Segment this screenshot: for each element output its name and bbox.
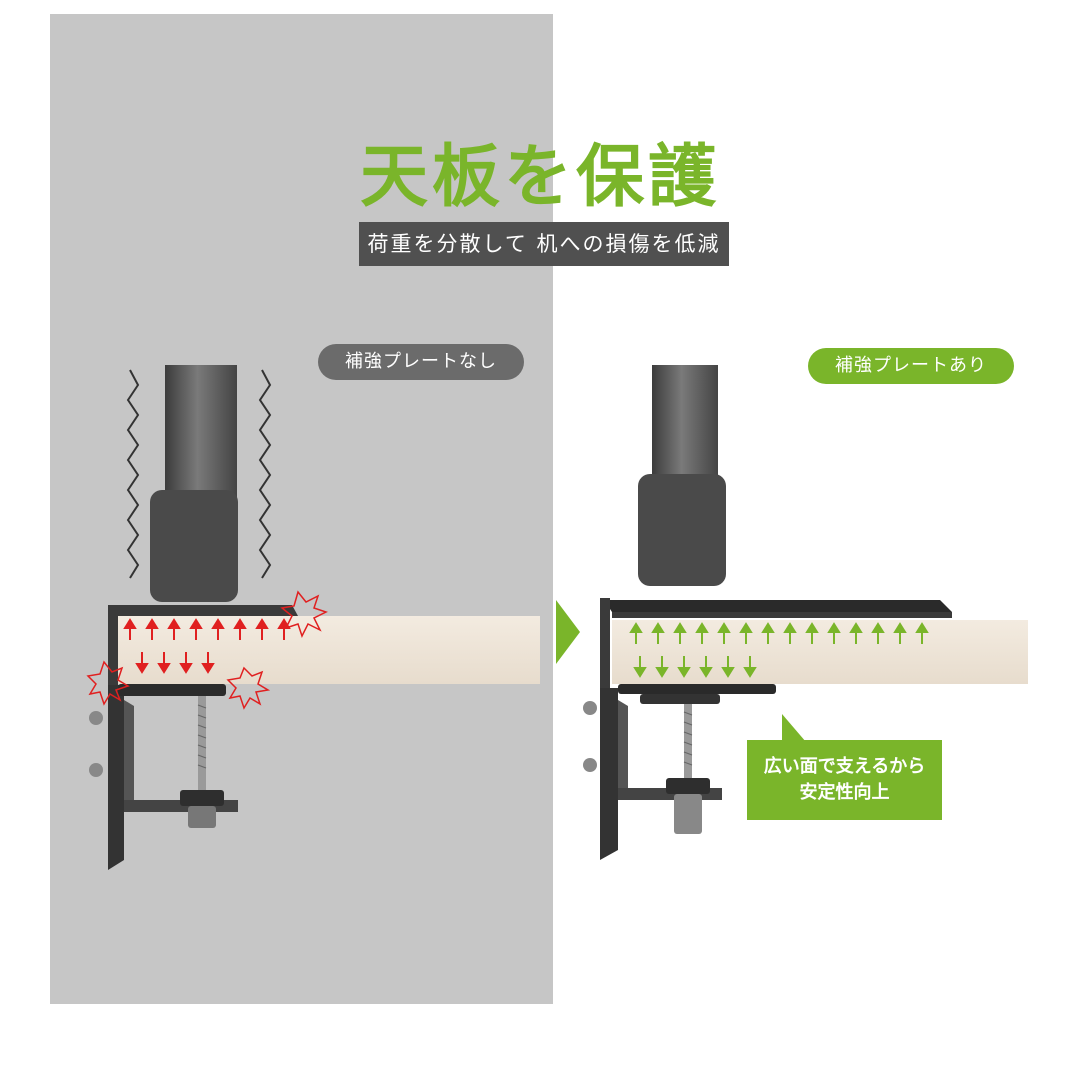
stress-burst-icon <box>280 590 328 638</box>
callout-line-2: 安定性向上 <box>799 782 890 803</box>
right-clamp <box>583 365 1028 860</box>
stress-burst-icon <box>86 660 130 706</box>
arrow-down-icon <box>135 652 215 674</box>
arrow-down-icon <box>633 656 757 678</box>
page-subtitle: 荷重を分散して 机への損傷を低減 <box>359 222 729 266</box>
stability-callout: 広い面で支えるから 安定性向上 <box>747 740 942 820</box>
chevron-right-icon <box>556 600 580 664</box>
label-without-plate: 補強プレートなし <box>318 344 524 380</box>
stress-burst-icon <box>226 666 271 710</box>
left-comparison-panel <box>50 14 553 1004</box>
callout-line-1: 広い面で支えるから <box>763 756 926 777</box>
arrow-up-icon <box>629 622 929 644</box>
left-clamp <box>86 365 540 870</box>
arrow-up-icon <box>123 618 291 640</box>
vibration-zigzag-icon <box>258 369 272 579</box>
page-title: 天板を保護 <box>359 138 720 217</box>
label-with-plate: 補強プレートあり <box>808 348 1014 384</box>
vibration-zigzag-icon <box>126 369 140 579</box>
